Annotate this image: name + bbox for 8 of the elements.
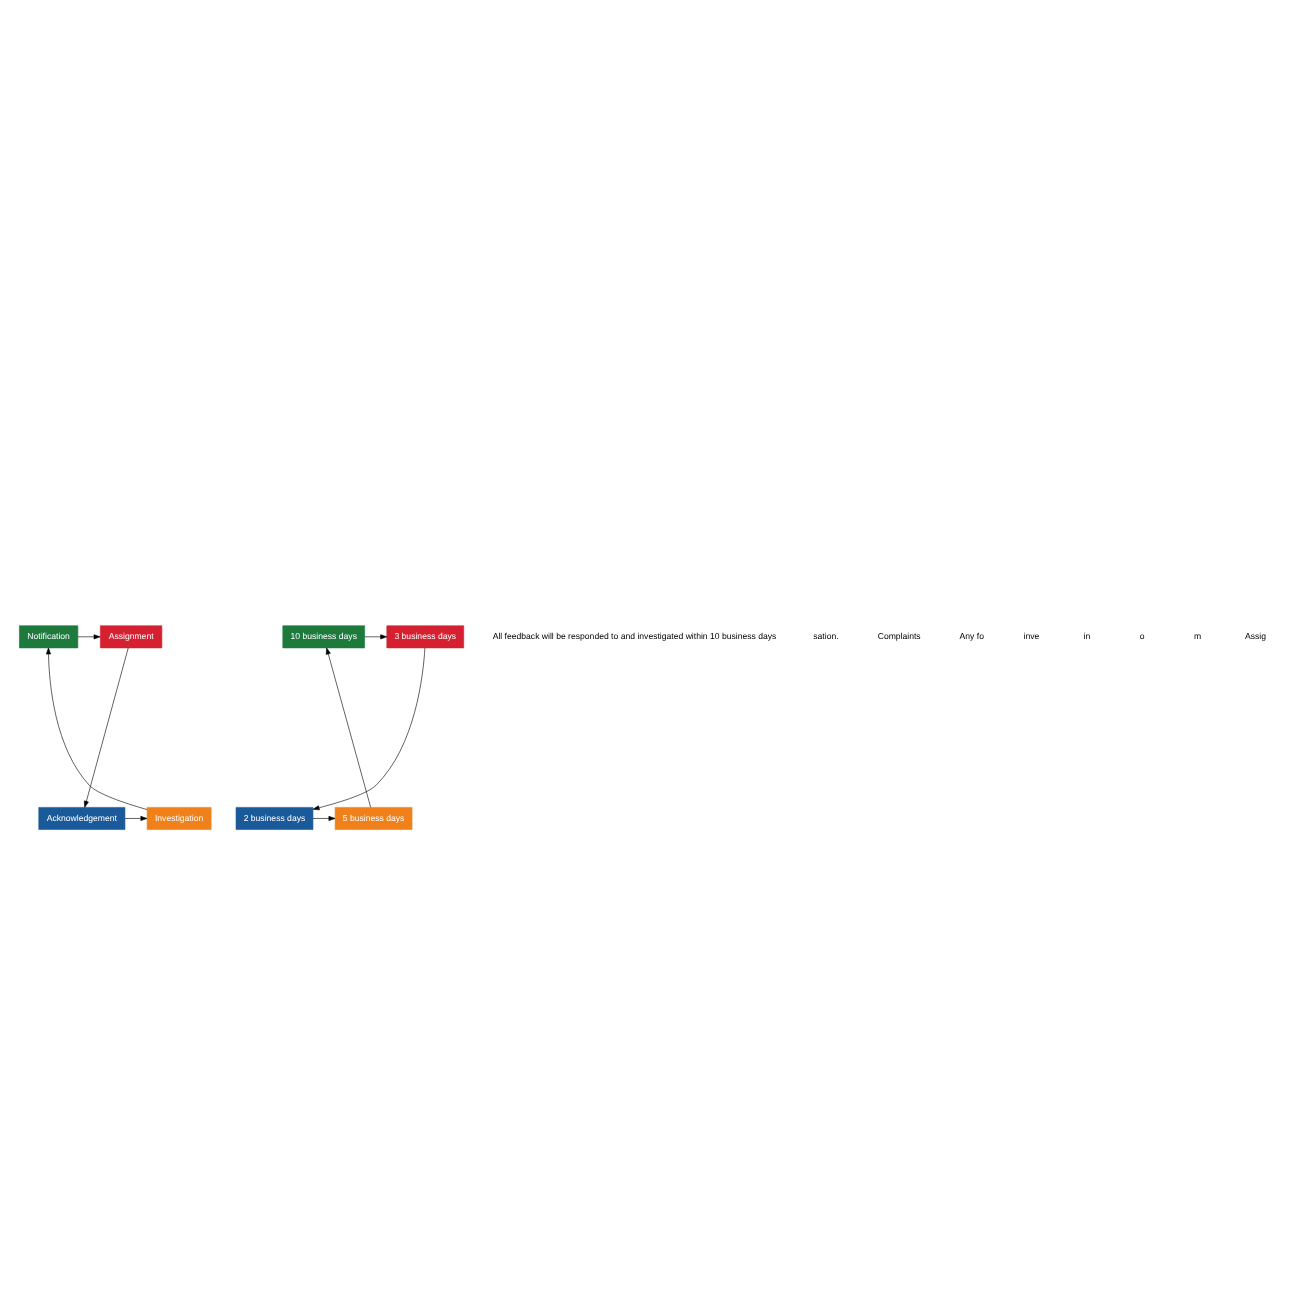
arrow (83, 646, 129, 807)
arrow (312, 815, 336, 820)
arrow (312, 646, 426, 810)
arrow (77, 633, 101, 639)
arrow (325, 646, 371, 807)
arrow (124, 815, 148, 820)
arrow (364, 633, 388, 639)
arrow (46, 646, 148, 809)
